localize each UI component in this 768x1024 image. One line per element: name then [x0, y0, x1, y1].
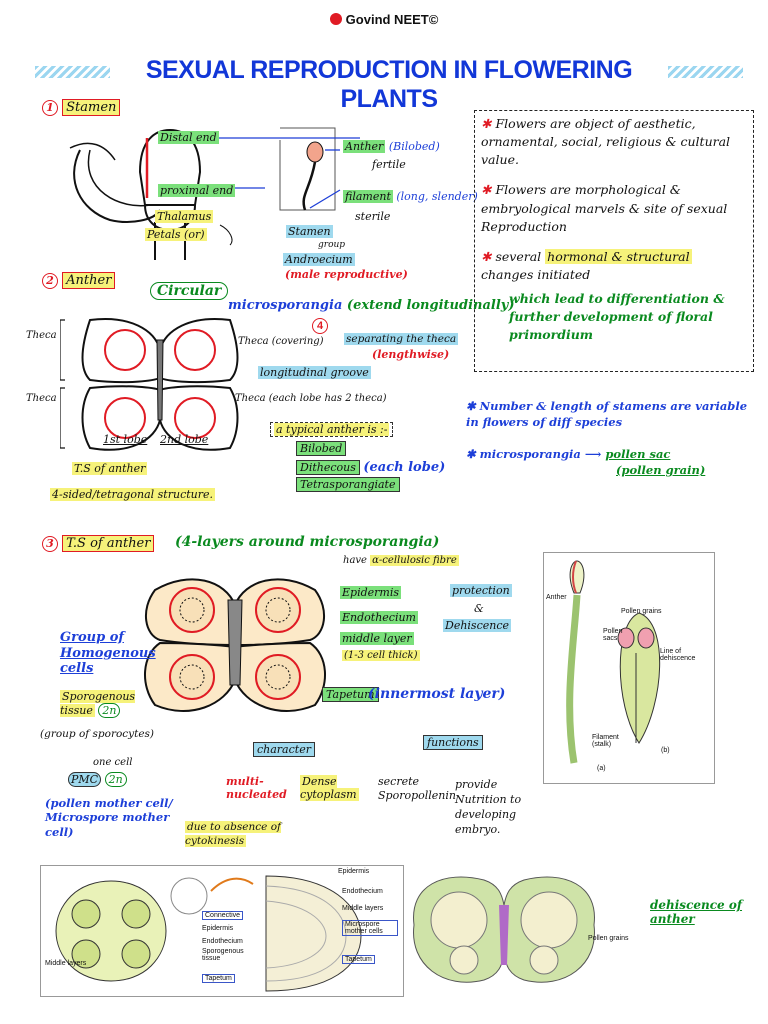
s1-proximal: proximal end — [158, 184, 236, 197]
s2-circular: Circular — [150, 282, 229, 300]
fig-a: (a) — [597, 765, 606, 772]
dehisced-anther-drawing — [413, 876, 595, 983]
s2-heading: 2 Anther — [42, 272, 116, 289]
br-dehiscence: dehiscence of anther — [650, 898, 743, 927]
s2-lobe2: 2nd lobe — [160, 433, 209, 446]
brand: Govind NEET© — [0, 12, 768, 27]
s2-tetragonal: 4-sided/tetragonal structure. — [50, 488, 216, 501]
bf-endothecium2: Endothecium — [342, 888, 383, 895]
s3-provide: provide Nutrition to developing embryo. — [455, 778, 522, 836]
s1-petals: Petals (or) — [145, 228, 207, 241]
bf-connective: Connective — [202, 911, 244, 920]
anther-layers-drawing — [55, 875, 362, 992]
s3-pmc: PMC 2n — [68, 772, 127, 787]
s3-character: character — [253, 742, 315, 757]
s2-lobe1: 1st lobe — [103, 433, 148, 446]
page-title: SEXUAL REPRODUCTION IN FLOWERING PLANTS — [145, 56, 633, 113]
side-note-2: ✱ microsporangia ⟶ pollen sac (pollen gr… — [466, 447, 706, 478]
s3-have: have α-cellulosic fibre — [343, 555, 459, 566]
s1-thalamus: Thalamus — [155, 210, 214, 223]
bf-tapetum2: Tapetum — [342, 955, 375, 964]
note-3: ✱ several hormonal & structural changes … — [481, 248, 692, 282]
s3-heading: 3 T.S of anther — [42, 535, 155, 552]
s2-bilobed: Bilobed — [296, 441, 347, 456]
brand-dot-icon — [329, 13, 342, 25]
stamen-figure — [543, 552, 715, 784]
bottom-figure-right — [404, 865, 604, 995]
s1-fertile: fertile — [372, 158, 406, 171]
s3-functions: functions — [423, 735, 483, 750]
s3-tapetum: Tapetum — [322, 687, 379, 702]
s2-lengthwise: (lengthwise) — [372, 348, 450, 361]
stamen-figure-drawing — [566, 560, 661, 764]
s1-sterile: sterile — [355, 210, 391, 223]
s2-dithecous: Dithecous (each lobe) — [296, 460, 445, 475]
s2-separating: separating the theca — [344, 333, 459, 345]
s1-androecium: Androecium — [283, 253, 355, 266]
s2-theca-top: Theca — [26, 330, 57, 341]
s2-theca-bottom: Theca — [26, 393, 57, 404]
fig-anther: Anther — [546, 594, 567, 601]
s3-dehiscence: Dehiscence — [443, 619, 512, 632]
br-pollen-grains: Pollen grains — [588, 935, 629, 942]
s3-middle: middle layer — [340, 632, 414, 645]
title-decor-left — [35, 66, 110, 78]
s1-distal: Distal end — [158, 131, 219, 144]
s3-due: due to absence of cytokinesis — [185, 821, 281, 848]
s3-sporogenous: Sporogenous tissue 2n — [60, 690, 136, 719]
s3-group-spore: (group of sporocytes) — [40, 728, 155, 740]
title-decor-right — [668, 66, 743, 78]
anther-tetra-diagram — [60, 318, 239, 451]
side-note-1: ✱ Number & length of stamens are variabl… — [466, 399, 748, 430]
bf-epidermis: Epidermis — [202, 925, 234, 932]
anther-ts-diagram — [143, 578, 327, 712]
s2-ts: T.S of anther — [72, 462, 148, 475]
s3-dense: Dense cytoplasm — [300, 775, 359, 802]
bottom-figure-left — [40, 865, 404, 997]
notes-box: ✱ Flowers are object of aesthetic, ornam… — [474, 110, 754, 372]
s1-group: group — [318, 240, 346, 250]
s3-layers: (4-layers around microsporangia) — [175, 534, 440, 550]
s3-protection: protection — [450, 584, 512, 597]
s2-tetra: Tetrasporangiate — [296, 477, 400, 492]
bf-middle-layers: Middle layers — [45, 960, 87, 967]
s1-filament: filament (long, slender) — [343, 190, 478, 203]
s3-one-cell: one cell — [93, 757, 133, 768]
s3-innermost: (innermost layer) — [368, 686, 506, 702]
bf-endothecium: Endothecium — [202, 938, 243, 945]
s2-typical: a typical anther is :- — [270, 422, 394, 437]
fig-b: (b) — [661, 747, 670, 754]
s3-secrete: secrete Sporopollenin — [378, 775, 456, 802]
s3-group-hom: Group of Homogenous cells — [60, 630, 156, 677]
s2-groove: longitudinal groove — [258, 366, 371, 379]
bf-middle-layers2: Middle layers — [342, 905, 384, 912]
s2-microsporangia: microsporangia (extend longitudinally) — [228, 298, 515, 313]
s2-each-lobe-2: Theca (each lobe has 2 theca) — [235, 393, 387, 404]
s3-amp: & — [474, 602, 484, 615]
bf-microspore: Microspore mother cells — [342, 920, 398, 936]
bf-sporogenous: Sporogenous tissue — [202, 948, 244, 962]
bf-epidermis2: Epidermis — [338, 868, 370, 875]
note-1: ✱ Flowers are object of aesthetic, ornam… — [481, 116, 731, 168]
note-3-result: which lead to differentiation & further … — [509, 291, 725, 343]
fig-line: Line of dehiscence — [660, 648, 696, 662]
s3-pmc-full: (pollen mother cell/ Microspore mother c… — [45, 796, 173, 839]
fig-pollen-sacs: Pollen sacs — [603, 628, 623, 642]
fig-pollen-grains: Pollen grains — [621, 608, 662, 615]
s3-multi: multi-nucleated — [226, 775, 287, 802]
s1-male-rep: (male reproductive) — [285, 268, 408, 281]
s1-stamen: Stamen — [286, 225, 333, 238]
s1-heading: 1 Stamen — [42, 99, 121, 116]
s3-thick: (1-3 cell thick) — [342, 650, 420, 661]
s3-epidermis: Epidermis — [340, 586, 401, 599]
fig-filament: Filament (stalk) — [592, 734, 619, 748]
s2-num4: 4 — [312, 316, 328, 334]
s1-anther: Anther (Bilobed) — [343, 140, 440, 153]
s2-theca-wall: Theca (covering) — [238, 336, 324, 347]
note-2: ✱ Flowers are morphological & embryologi… — [481, 182, 728, 234]
s3-endothecium: Endothecium — [340, 611, 418, 624]
bf-tapetum: Tapetum — [202, 974, 235, 983]
